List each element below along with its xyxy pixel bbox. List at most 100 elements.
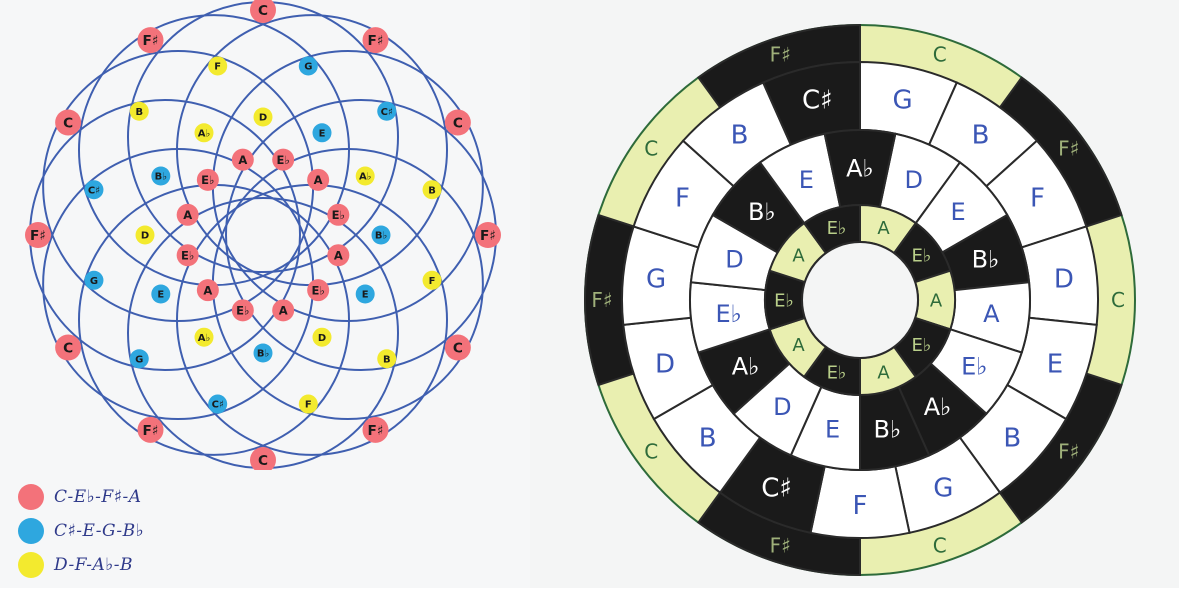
ring4-label: A [334, 248, 343, 262]
ring3-label: D [259, 113, 267, 124]
outer-ring-label: C [63, 115, 73, 131]
band2-label: B♭ [748, 198, 776, 226]
outer-label: C [933, 43, 947, 67]
woven-torus-drawing: CF♯CF♯CF♯CF♯CF♯GBFDEBGFC♯BDGFBC♯DEB♭AE♭A… [530, 0, 1179, 588]
outer-ring-label: C [258, 453, 268, 469]
band2-label: B♭ [972, 246, 1000, 274]
ring4-label: A [238, 153, 247, 167]
outer-label: C [644, 136, 658, 160]
inner-label: E♭ [912, 335, 932, 356]
legend-label-yellow: D-F-A♭-B [54, 555, 133, 575]
band1-label: F [853, 491, 868, 521]
ring4-label: E♭ [332, 208, 345, 222]
ring2-label: B [135, 107, 143, 118]
line-circle [30, 100, 300, 370]
center-hole [802, 242, 918, 358]
ring3-label: E [362, 290, 369, 301]
outer-ring-label: F♯ [480, 228, 496, 244]
outer-ring-label: F♯ [30, 228, 46, 244]
band1-label: C♯ [761, 473, 792, 503]
band1-label: B [1003, 423, 1021, 453]
ring2-label: B [428, 185, 436, 196]
ring3-label: A♭ [359, 172, 372, 183]
ring2-label: G [304, 62, 312, 73]
outer-label: F♯ [1058, 136, 1079, 160]
ring4-label: E♭ [236, 304, 249, 318]
outer-ring-label: F♯ [143, 423, 159, 439]
band1-label: C♯ [802, 86, 833, 116]
band1-label: E [1047, 349, 1063, 379]
ring2-label: F [429, 276, 436, 287]
outer-ring-label: F♯ [368, 33, 384, 49]
blue-circle-icon [18, 518, 44, 544]
ring2-label: C♯ [212, 400, 224, 411]
red-circle-icon [18, 484, 44, 510]
ring2-label: C♯ [381, 107, 393, 118]
nested-circles-diagram: CF♯CF♯CF♯CF♯CF♯CF♯GC♯BFBFC♯GGC♯BFDEA♭B♭E… [0, 0, 530, 470]
ring2-label: G [135, 354, 143, 365]
band2-label: A♭ [846, 154, 874, 182]
band1-label: D [1054, 265, 1074, 295]
legend-item-yellow: D-F-A♭-B [18, 550, 278, 580]
ring3-label: A♭ [198, 128, 211, 139]
line-circle [128, 2, 398, 272]
band2-label: A [983, 300, 1000, 328]
ring2-label: F [214, 62, 221, 73]
outer-ring-label: C [63, 340, 73, 356]
outer-ring-label: F♯ [143, 33, 159, 49]
band1-label: B [731, 120, 749, 150]
outer-ring-label: C [453, 115, 463, 131]
band2-label: E [799, 166, 814, 194]
band1-label: G [646, 265, 666, 295]
ring4-label: E♭ [181, 248, 194, 262]
outer-label: C [933, 533, 947, 557]
band1-label: B [699, 423, 717, 453]
band2-label: B♭ [874, 416, 902, 444]
ring3-label: B♭ [155, 172, 168, 183]
ring4-label: E♭ [201, 173, 214, 187]
band1-label: B [972, 120, 990, 150]
legend-item-blue: C♯-E-G-B♭ [18, 516, 278, 546]
woven-ring-diagram: CF♯CF♯CF♯CF♯CF♯GBFDEBGFC♯BDGFBC♯DEB♭AE♭A… [530, 0, 1179, 588]
outer-ring-label: F♯ [368, 423, 384, 439]
band1-label: G [933, 473, 953, 503]
inner-label: A [792, 335, 805, 356]
circle-lines [30, 2, 496, 468]
ring3-label: D [141, 231, 149, 242]
band1-label: F [675, 184, 690, 214]
band1-label: D [655, 349, 675, 379]
band1-label: G [893, 86, 913, 116]
ring4-label: E♭ [311, 283, 324, 297]
band2-label: D [725, 246, 743, 274]
ring3-label: E [157, 290, 164, 301]
band2-label: A♭ [732, 352, 760, 380]
legend-label-red: C-E♭-F♯-A [54, 487, 141, 507]
ring4-label: A [203, 283, 212, 297]
line-circle [226, 100, 496, 370]
outer-label: C [644, 440, 658, 464]
inner-label: A [792, 246, 805, 267]
line-circle [128, 198, 398, 468]
inner-label: E♭ [827, 363, 847, 384]
inner-label: A [930, 290, 943, 311]
band2-label: E♭ [715, 300, 741, 328]
yellow-circle-icon [18, 552, 44, 578]
ring3-label: B♭ [257, 349, 270, 360]
ring2-label: F [305, 400, 312, 411]
ring2-label: G [90, 276, 98, 287]
outer-label: F♯ [770, 43, 791, 67]
ring3-label: D [318, 333, 326, 344]
ring2-label: B [383, 354, 391, 365]
band2-label: A♭ [924, 393, 952, 421]
outer-label: F♯ [591, 288, 612, 312]
ring3-label: B♭ [375, 231, 388, 242]
outer-label: F♯ [1058, 440, 1079, 464]
band2-label: E [951, 198, 966, 226]
ring4-label: A [279, 304, 288, 318]
outer-ring-label: C [258, 3, 268, 19]
inner-label: A [877, 363, 890, 384]
band2-label: D [773, 393, 791, 421]
outer-label: F♯ [770, 533, 791, 557]
outer-label: C [1111, 288, 1125, 312]
ring3-label: A♭ [198, 333, 211, 344]
